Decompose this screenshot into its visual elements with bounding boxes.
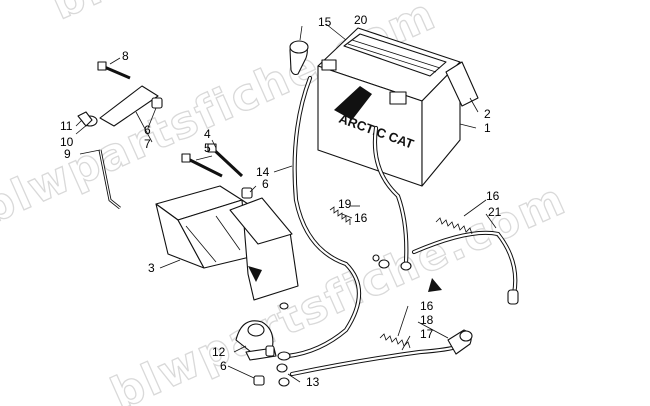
cable-17 [289, 343, 463, 377]
callout-16-right: 16 [486, 189, 500, 203]
bracket-7 [99, 85, 159, 127]
spring-16-left [329, 206, 351, 225]
watermark-text-1: blwpartsfiche.com [44, 0, 514, 30]
callout-16-left: 16 [354, 211, 368, 225]
battery-vent-strip [343, 33, 447, 77]
battery-logo-mark [334, 86, 372, 120]
callout-9: 9 [64, 147, 71, 161]
bolt-5 [181, 153, 191, 163]
screw-near-tray [279, 302, 289, 310]
cable-21 [372, 230, 519, 305]
callout-19: 19 [338, 197, 352, 211]
callout-15: 15 [318, 15, 332, 29]
cable-14 [277, 75, 361, 361]
callout-10: 10 [60, 135, 74, 149]
callout-6-top: 6 [144, 123, 151, 137]
callout-13: 13 [306, 375, 320, 389]
starter-solenoid [235, 320, 277, 361]
nut-13-a [276, 363, 288, 373]
tray-arrow [248, 266, 262, 282]
terminal-boot-18 [447, 329, 473, 355]
callout-6-bottom: 6 [220, 359, 227, 373]
watermark: blwpartsfiche.com blwpartsfiche.com blwp… [0, 0, 574, 406]
callout-11: 11 [60, 119, 73, 133]
callout-16-bottom: 16 [420, 299, 434, 313]
callout-20: 20 [354, 13, 368, 27]
cable-19 [372, 125, 412, 271]
battery-tray [155, 185, 299, 301]
nut-13-b [278, 377, 290, 387]
callout-1: 1 [484, 121, 491, 135]
callout-14: 14 [256, 165, 270, 179]
spring-16-bottom [379, 333, 411, 349]
battery-terminal-left [321, 59, 337, 71]
callout-17: 17 [420, 327, 434, 341]
callout-5: 5 [204, 141, 211, 155]
wing-nut-11 [77, 111, 93, 127]
nut-6-bottom [253, 375, 265, 386]
callout-4: 4 [204, 127, 211, 141]
battery-terminal-right [389, 91, 407, 105]
tray-rear-flange [229, 197, 293, 245]
callout-12: 12 [212, 345, 226, 359]
callout-8: 8 [122, 49, 129, 63]
nut-6-top [151, 97, 163, 109]
terminal-boot [289, 40, 309, 76]
nut-6-mid [241, 187, 253, 199]
spring-16-right [435, 217, 473, 235]
bracket-hardware [77, 61, 253, 210]
bolt-8 [97, 61, 107, 71]
callout-21: 21 [488, 205, 502, 219]
callout-6-mid: 6 [262, 177, 269, 191]
callout-3: 3 [148, 261, 155, 275]
battery: ARCTIC CAT [317, 27, 461, 187]
callout-18: 18 [420, 313, 434, 327]
callout-7: 7 [144, 137, 151, 151]
callout-2: 2 [484, 107, 491, 121]
arrow-right [428, 278, 442, 292]
callouts: 1 2 3 4 5 6 6 6 7 8 9 10 11 12 13 14 15 … [60, 13, 502, 389]
battery-label-sticker [445, 61, 479, 107]
leader-lines [75, 23, 497, 383]
